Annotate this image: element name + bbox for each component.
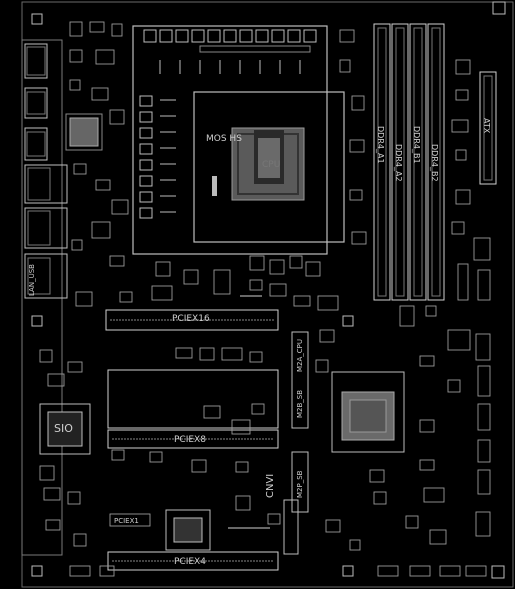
ddr-b1-label: DDR4_B1 bbox=[412, 126, 421, 164]
pcie-slots bbox=[105, 309, 279, 571]
cpu-keepout bbox=[132, 25, 328, 255]
pciex8-label: PCIEX8 bbox=[174, 435, 206, 445]
sio-label: SIO bbox=[54, 422, 73, 435]
pciex4-label: PCIEX4 bbox=[174, 557, 206, 567]
pciex1-label: PCIEX1 bbox=[114, 517, 139, 525]
audio-ic bbox=[165, 509, 211, 551]
vrm-top bbox=[143, 29, 317, 74]
vrm-left bbox=[139, 95, 176, 219]
pciex16-label: PCIEX16 bbox=[172, 314, 210, 324]
sio-chip bbox=[39, 403, 91, 455]
atx-connector bbox=[479, 71, 497, 185]
board-outline bbox=[21, 1, 514, 588]
m2a-cpu-label: M2A_CPU bbox=[296, 338, 304, 372]
rear-io-connectors bbox=[24, 43, 68, 299]
m2-slots bbox=[283, 331, 309, 555]
ddr-a2-label: DDR4_A2 bbox=[394, 144, 403, 182]
small-components bbox=[39, 21, 491, 577]
mos-hs-label: MOS HS bbox=[206, 134, 242, 144]
m2p-sb-label: M2P_SB bbox=[296, 470, 304, 498]
ddr-b2-label: DDR4_B2 bbox=[430, 144, 439, 182]
m2b-sb-label: M2B_SB bbox=[296, 389, 304, 418]
cpu-socket-outline bbox=[193, 91, 345, 243]
atx-label: ATX bbox=[482, 118, 491, 134]
ic-usb-controller bbox=[65, 113, 103, 151]
cnvi-label: CNVI bbox=[265, 473, 276, 498]
cpu-socket bbox=[212, 127, 305, 201]
mounting-holes bbox=[31, 1, 506, 579]
lan-usb-label: LAN_USB bbox=[28, 264, 36, 296]
cpu-label: CPU bbox=[262, 160, 281, 170]
chipset bbox=[331, 371, 405, 453]
ddr-a1-label: DDR4_A1 bbox=[376, 126, 385, 164]
dimm-slots bbox=[373, 23, 445, 301]
